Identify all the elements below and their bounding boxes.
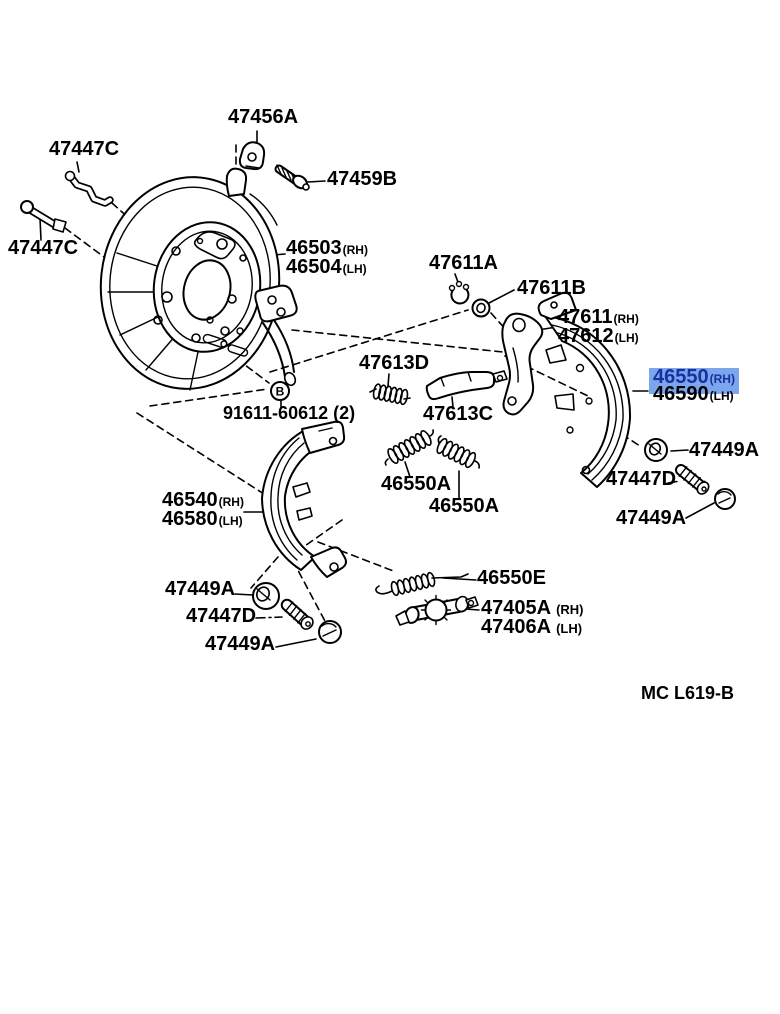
part-number: 46580 [162, 507, 218, 530]
drawing-code-text: MC L619-B [641, 683, 735, 703]
bolt-marker-b: B [270, 381, 290, 401]
part-label-46540-46580[interactable]: 46540(RH) 46580(LH) [162, 489, 244, 530]
part-label-47459b[interactable]: 47459B [327, 169, 397, 189]
part-number: 47611A [429, 252, 498, 274]
part-label-47611a[interactable]: 47611A [429, 253, 498, 273]
part-label-46550a-1[interactable]: 46550A [381, 474, 451, 494]
cap-47449a-right-drawing [714, 488, 736, 510]
part-number: 46503 [286, 237, 342, 259]
part-number: 47449A [616, 507, 687, 529]
part-number: 47611 [558, 306, 613, 328]
part-number: 47612 [558, 324, 614, 347]
part-number: 47406A [481, 615, 552, 638]
adjuster-47405a-drawing [395, 594, 479, 626]
part-label-46550-selected[interactable]: 46550(RH) [653, 367, 735, 387]
side-suffix: (LH) [614, 330, 639, 345]
part-label-47447d-bl[interactable]: 47447D [186, 606, 256, 626]
side-suffix: (RH) [218, 495, 244, 509]
lever-47611-drawing [501, 312, 544, 416]
spring-47447d-right-drawing [675, 464, 710, 495]
part-number: 47447C [49, 138, 120, 160]
clip-47447c-drawing [64, 170, 114, 207]
part-label-47456a[interactable]: 47456A [228, 107, 298, 127]
part-number: 47611B [517, 277, 586, 299]
part-number: 47449A [689, 439, 760, 461]
part-label-47449a-right-2[interactable]: 47449A [616, 508, 686, 528]
part-label-46503-46504[interactable]: 46503(RH) 46504(LH) [286, 237, 368, 278]
eclip-47611a-drawing [448, 280, 470, 305]
part-number: 47447D [606, 468, 677, 490]
bolt-47459b-drawing [274, 164, 310, 191]
part-number: 47449A [165, 578, 236, 600]
part-label-47613d[interactable]: 47613D [359, 353, 429, 373]
part-label-46550e[interactable]: 46550E [477, 568, 546, 588]
part-number: 46550 [653, 366, 709, 388]
part-label-47449a-bl-2[interactable]: 47449A [205, 634, 275, 654]
part-number: 47449A [205, 633, 276, 655]
part-label-47449a-bl-1[interactable]: 47449A [165, 579, 235, 599]
part-number: 47613C [423, 403, 494, 425]
spring-46550e-drawing [375, 571, 469, 597]
cap-47449a-bl-drawing [318, 620, 342, 644]
selected-part-highlight [649, 368, 739, 394]
clamp-47456a-drawing [238, 141, 266, 171]
spring-46550a-2-drawing [436, 435, 480, 469]
drawing-code: MC L619-B [641, 683, 735, 703]
part-number: 46550A [429, 495, 500, 517]
part-number: 91611-60612 (2) [223, 403, 356, 423]
spring-47447d-bl-drawing [280, 598, 314, 630]
part-number: 46550A [381, 473, 452, 495]
part-number: 47447D [186, 605, 257, 627]
part-label-46550a-2[interactable]: 46550A [429, 496, 499, 516]
side-suffix: (LH) [709, 389, 734, 403]
side-suffix: (LH) [218, 513, 243, 528]
brake-shoe-46550-drawing [537, 291, 632, 488]
spring-46550a-1-drawing [384, 429, 434, 466]
backing-plate-drawing [99, 167, 298, 391]
part-number: 46590 [653, 383, 709, 405]
part-number: 46504 [286, 255, 342, 278]
washer-47449a-bl-drawing [252, 582, 280, 610]
bolt-marker-letter: B [276, 385, 285, 399]
washer-47611b-drawing [471, 298, 491, 318]
part-label-47613c[interactable]: 47613C [423, 404, 493, 424]
part-number: 47613D [359, 352, 430, 374]
brake-shoe-46540-drawing [261, 420, 347, 578]
side-suffix: (RH) [709, 372, 735, 386]
side-suffix: (LH) [556, 620, 583, 636]
part-label-47447c-lower[interactable]: 47447C [8, 238, 78, 258]
part-label-47447c-upper[interactable]: 47447C [49, 139, 119, 159]
side-suffix: (RH) [556, 602, 584, 617]
side-suffix: (RH) [342, 243, 368, 257]
part-label-47611-47612[interactable]: 47611(RH) 47612(LH) [558, 306, 639, 347]
side-suffix: (RH) [613, 312, 639, 326]
part-label-46590[interactable]: 46590(LH) [653, 384, 734, 404]
part-number: 46550E [477, 567, 546, 589]
part-number: 47459B [327, 168, 398, 190]
part-number: 46540 [162, 489, 218, 511]
part-number: 47456A [228, 106, 299, 128]
pin-47447c-drawing [20, 200, 67, 233]
strut-47613c-drawing [425, 370, 508, 401]
part-label-91611-60612[interactable]: 91611-60612 (2) [223, 403, 356, 423]
part-number: 47405A [481, 597, 552, 619]
part-label-47405a-47406a[interactable]: 47405A (RH) 47406A(LH) [481, 597, 584, 638]
spring-47613d-drawing [369, 383, 411, 406]
part-label-47611b[interactable]: 47611B [517, 278, 586, 298]
part-label-47447d-right[interactable]: 47447D [606, 469, 676, 489]
side-suffix: (LH) [342, 261, 367, 276]
washer-47449a-right-drawing [644, 438, 668, 462]
part-number: 47447C [8, 237, 79, 259]
part-label-47449a-right-1[interactable]: 47449A [689, 440, 759, 460]
